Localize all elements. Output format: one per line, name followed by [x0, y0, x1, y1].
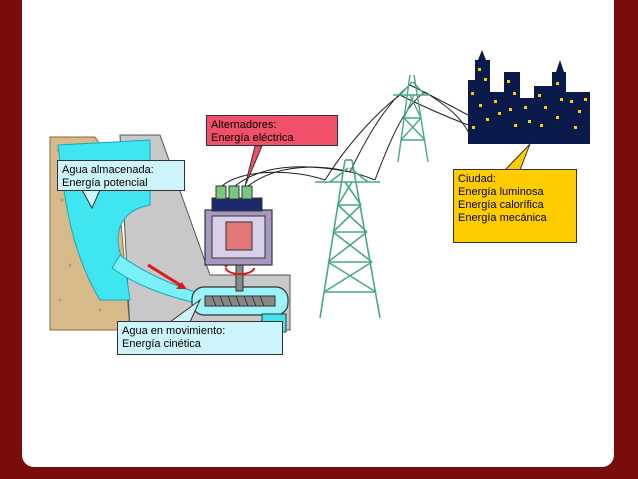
- water-flow-arrowhead: [176, 282, 186, 289]
- transmission-tower-large: [315, 159, 381, 319]
- rotation-arrow: [225, 267, 255, 275]
- label-ciudad-mecanica: Energía mecánica: [458, 212, 547, 224]
- pointer-alternadores: [244, 145, 263, 187]
- label-agua-movimiento: Agua en movimiento: Energía cinética: [117, 321, 283, 355]
- label-agua-movimiento-energy: Energía cinética: [122, 338, 201, 350]
- water-flow-arrow: [147, 263, 186, 290]
- label-agua-movimiento-title: Agua en movimiento:: [122, 325, 226, 337]
- label-ciudad-calorifica: Energía calorífica: [458, 199, 544, 211]
- label-ciudad-title: Ciudad:: [458, 173, 496, 185]
- turbine-blades: [211, 295, 265, 307]
- label-ciudad: Ciudad: Energía luminosa Energía caloríf…: [453, 169, 577, 243]
- pointer-ciudad: [503, 143, 531, 171]
- label-alternadores-energy: Energía eléctrica: [211, 132, 294, 144]
- generator-top: [211, 197, 263, 212]
- label-alternadores-title: Alternadores:: [211, 119, 277, 131]
- alternator-terminals: [215, 185, 253, 200]
- label-agua-almacenada-energy: Energía potencial: [62, 177, 148, 189]
- city-lights: [471, 68, 587, 129]
- label-alternadores: Alternadores: Energía eléctrica: [206, 115, 338, 146]
- label-agua-almacenada-title: Agua almacenada:: [62, 164, 154, 176]
- label-agua-almacenada: Agua almacenada: Energía potencial: [57, 160, 185, 191]
- generator-rotor: [225, 221, 253, 251]
- transmission-tower-small: [393, 74, 430, 163]
- label-ciudad-luminosa: Energía luminosa: [458, 186, 544, 198]
- city-skyline: [468, 50, 590, 144]
